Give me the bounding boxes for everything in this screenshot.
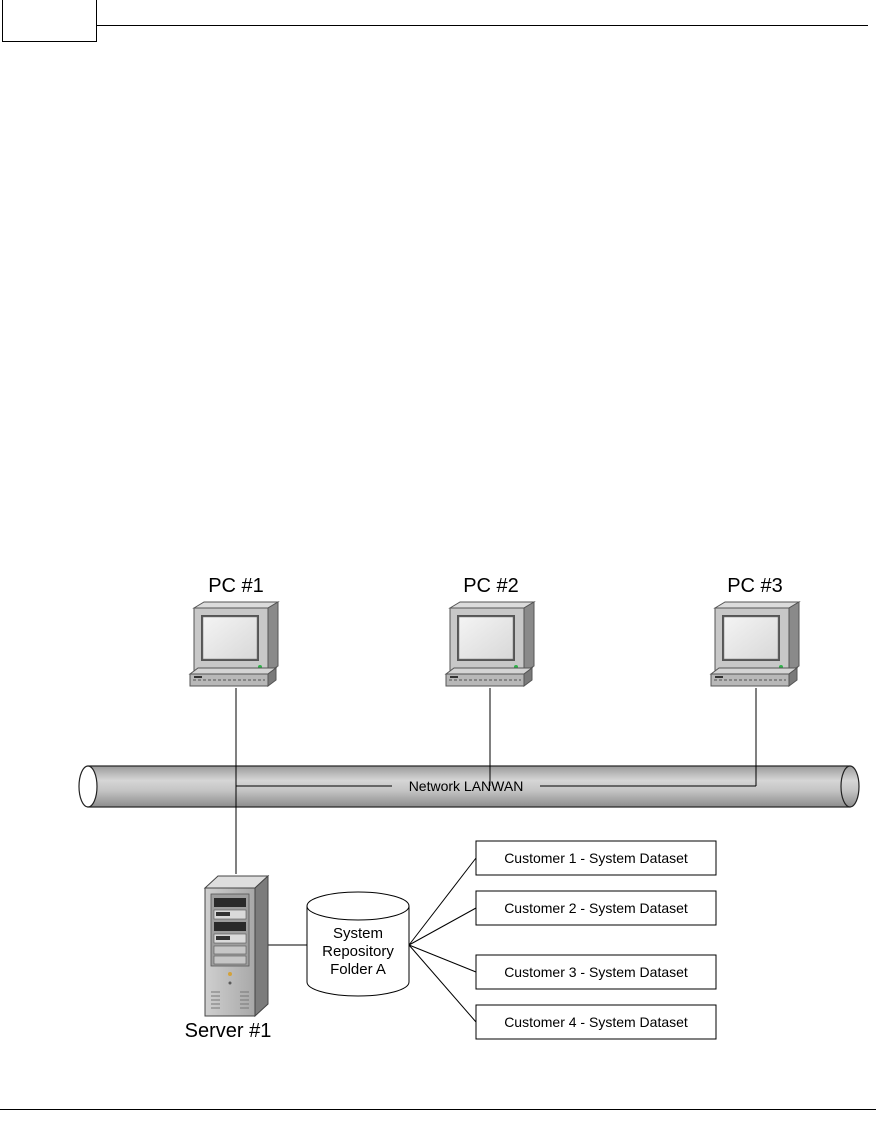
pc-1-label: PC #1 xyxy=(208,575,264,597)
page-number-box xyxy=(2,0,97,42)
server-label: Server #1 xyxy=(185,1020,272,1042)
dataset-box-2: Customer 2 - System Dataset xyxy=(475,890,717,926)
dataset-4-label: Customer 4 - System Dataset xyxy=(504,1014,688,1030)
dataset-box-1: Customer 1 - System Dataset xyxy=(475,840,717,876)
server-tower: Server #1 xyxy=(185,874,272,1042)
repository-line-1: System xyxy=(333,925,383,942)
dataset-box-4: Customer 4 - System Dataset xyxy=(475,1004,717,1040)
footer-rule xyxy=(0,1109,876,1110)
repository-line-3: Folder A xyxy=(330,961,386,978)
network-pipe xyxy=(78,765,860,808)
pc-3-label: PC #3 xyxy=(727,575,783,597)
repository-cylinder: System Repository Folder A xyxy=(306,891,410,997)
repository-line-2: Repository xyxy=(322,943,394,960)
dataset-2-label: Customer 2 - System Dataset xyxy=(504,900,688,916)
pc-2: PC #2 xyxy=(445,575,535,687)
header-rule xyxy=(97,25,868,26)
dataset-box-3: Customer 3 - System Dataset xyxy=(475,954,717,990)
pc-3: PC #3 xyxy=(710,575,800,687)
dataset-3-label: Customer 3 - System Dataset xyxy=(504,964,688,980)
connection-lines xyxy=(235,688,757,1023)
pc-2-label: PC #2 xyxy=(463,575,519,597)
network-label: Network LANWAN xyxy=(409,778,524,794)
dataset-1-label: Customer 1 - System Dataset xyxy=(504,850,688,866)
pc-1: PC #1 xyxy=(189,575,279,687)
